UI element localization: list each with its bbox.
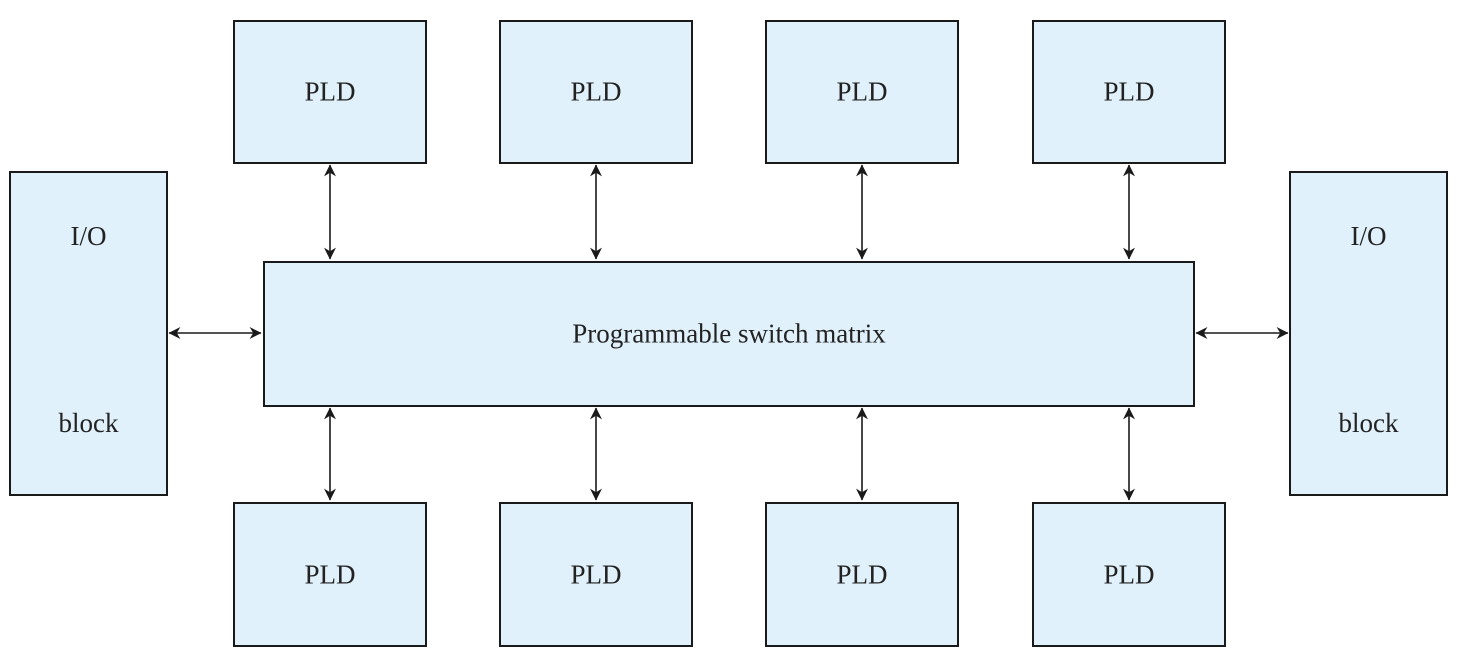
switch-matrix-label: Programmable switch matrix [572, 318, 886, 349]
pld-block-bottom-3: PLD [765, 502, 959, 647]
pld-block-bottom-1: PLD [233, 502, 427, 647]
pld-block-top-1: PLD [233, 20, 427, 164]
pld-label: PLD [304, 76, 356, 107]
pld-label: PLD [304, 559, 356, 589]
pld-block-top-2: PLD [499, 20, 693, 164]
pld-block-top-4: PLD [1032, 20, 1226, 164]
pld-label: PLD [836, 76, 888, 107]
pld-label: PLD [1103, 76, 1155, 107]
pld-block-bottom-2: PLD [499, 502, 693, 647]
io-label-bottom: block [58, 408, 119, 438]
pld-block-bottom-4: PLD [1032, 502, 1226, 647]
io-label-top: I/O [70, 221, 107, 251]
io-block-right: I/O block [1289, 171, 1448, 496]
io-block-left: I/O block [9, 171, 168, 496]
switch-matrix: Programmable switch matrix [263, 261, 1195, 407]
pld-block-top-3: PLD [765, 20, 959, 164]
pld-label: PLD [836, 559, 888, 589]
io-label-top: I/O [1350, 221, 1387, 251]
pld-label: PLD [570, 76, 622, 107]
io-label-bottom: block [1338, 408, 1399, 438]
pld-label: PLD [570, 559, 622, 589]
pld-label: PLD [1103, 559, 1155, 589]
